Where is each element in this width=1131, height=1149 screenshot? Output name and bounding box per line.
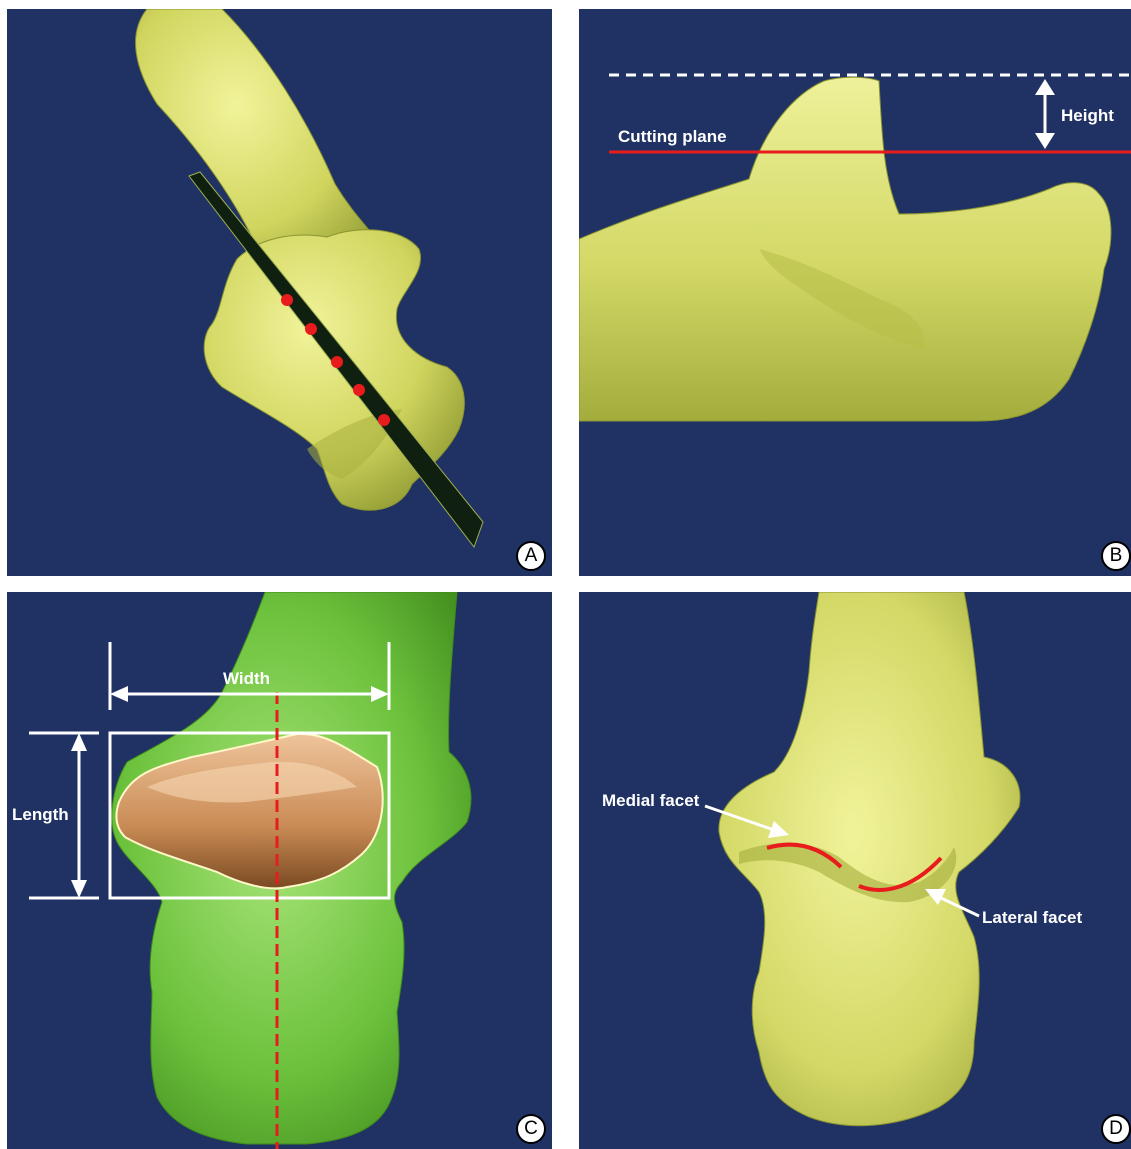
lateral-facet-label: Lateral facet bbox=[982, 908, 1082, 928]
landmark-point bbox=[281, 294, 293, 306]
panel-badge-b: B bbox=[1101, 541, 1131, 571]
width-label: Width bbox=[223, 669, 270, 689]
panel-c-render bbox=[7, 592, 552, 1149]
panel-c: Width Length C bbox=[7, 592, 552, 1149]
panel-badge-d: D bbox=[1101, 1114, 1131, 1144]
length-label: Length bbox=[12, 805, 69, 825]
panel-a: A bbox=[7, 9, 552, 576]
panel-badge-c: C bbox=[516, 1114, 546, 1144]
panel-b: Height Cutting plane B bbox=[579, 9, 1131, 576]
height-arrow bbox=[1035, 79, 1055, 149]
panel-d: Medial facet Lateral facet D bbox=[579, 592, 1131, 1149]
panel-a-render bbox=[7, 9, 552, 576]
medial-facet-label: Medial facet bbox=[602, 791, 699, 811]
cutting-plane-label: Cutting plane bbox=[618, 127, 727, 147]
panel-b-render bbox=[579, 9, 1131, 576]
panel-badge-a: A bbox=[516, 541, 546, 571]
landmark-point bbox=[331, 356, 343, 368]
landmark-point bbox=[305, 323, 317, 335]
panel-d-render bbox=[579, 592, 1131, 1149]
landmark-point bbox=[378, 414, 390, 426]
height-label: Height bbox=[1061, 106, 1114, 126]
landmark-point bbox=[353, 384, 365, 396]
